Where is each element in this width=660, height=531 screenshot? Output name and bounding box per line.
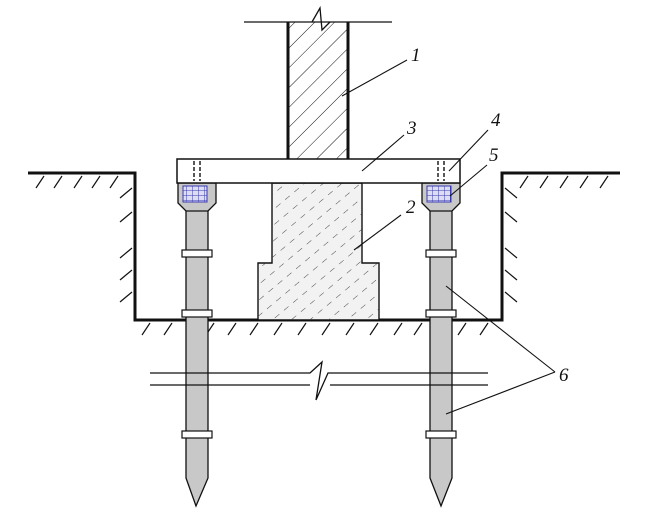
new-beam [176,158,461,184]
callout-label-4: 4 [491,110,501,131]
callout-label-1: 1 [411,45,421,66]
bolts [193,161,445,181]
pile-cap-left [177,182,217,212]
callout-label-3: 3 [406,118,417,139]
callout-leaders [341,59,556,415]
soil-hatching [35,175,609,336]
callout-label-2: 2 [406,197,416,218]
wall [244,5,392,159]
callout-label-5: 5 [489,145,499,166]
callout-label-6: 6 [559,365,569,386]
existing-foundation [257,182,380,321]
pile-left [181,204,213,508]
pile-right [425,204,457,508]
tie-break-line [150,360,488,401]
pile-cap-right [421,182,461,212]
